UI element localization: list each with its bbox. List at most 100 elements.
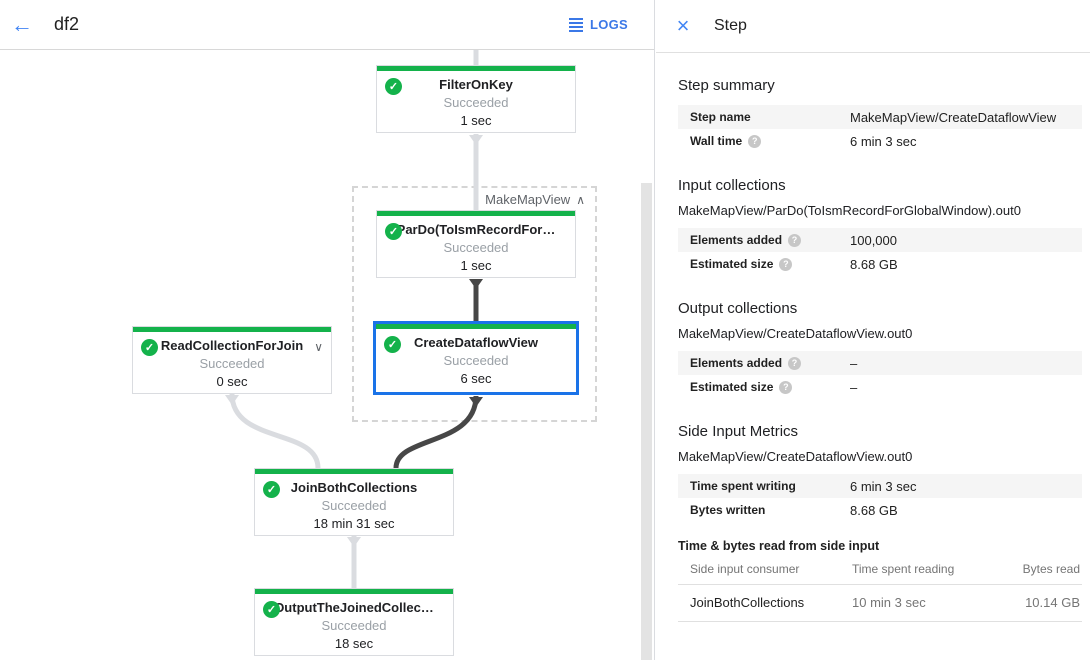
help-icon[interactable]: ?: [748, 134, 762, 148]
kv-label-text: Elements added: [690, 233, 783, 247]
kv-value-text: 100,000: [850, 232, 897, 248]
panel-title: Step: [714, 17, 747, 34]
job-graph-panel: ← df2 LOGS MakeMapView ∧: [0, 0, 655, 660]
kv-value-text: –: [850, 379, 858, 395]
step-node-title: ReadCollectionForJoin: [160, 338, 304, 353]
step-node-joinbothcollections[interactable]: ✓ JoinBothCollections Succeeded 18 min 3…: [254, 468, 454, 536]
step-node-status: Succeeded: [321, 618, 387, 633]
success-check-icon: ✓: [385, 223, 402, 240]
success-check-icon: ✓: [141, 339, 158, 356]
section-heading-output-collections: Output collections: [678, 300, 798, 317]
kv-row-estimated-size: Estimated size ? 8.68 GB: [678, 252, 1082, 276]
kv-row-elements-added: Elements added ? –: [678, 351, 1082, 375]
side-input-table-heading: Time & bytes read from side input: [678, 539, 880, 553]
section-heading-input-collections: Input collections: [678, 177, 786, 194]
status-bar: [255, 469, 453, 474]
kv-label-text: Estimated size: [690, 257, 774, 271]
close-icon: ×: [676, 13, 690, 38]
step-node-duration: 6 sec: [460, 371, 492, 386]
section-heading-step-summary: Step summary: [678, 77, 775, 94]
close-panel-button[interactable]: ×: [656, 0, 710, 53]
kv-value-text: 6 min 3 sec: [850, 133, 917, 149]
table-row: JoinBothCollections 10 min 3 sec 10.14 G…: [678, 585, 1082, 622]
kv-row-time-spent-writing: Time spent writing 6 min 3 sec: [678, 474, 1082, 498]
kv-value-text: 6 min 3 sec: [850, 478, 917, 494]
graph-canvas[interactable]: MakeMapView ∧ ✓ FilterOnKey S: [0, 50, 655, 660]
job-title: df2: [54, 14, 80, 34]
step-node-duration: 1 sec: [460, 113, 492, 128]
step-node-status: Succeeded: [199, 356, 265, 371]
step-panel-body: Step summary Step name MakeMapView/Creat…: [656, 77, 1090, 622]
logs-list-icon: [568, 17, 583, 32]
success-check-icon: ✓: [384, 336, 401, 353]
group-header-makemapview[interactable]: MakeMapView ∧: [483, 192, 587, 207]
output-collection-name: MakeMapView/CreateDataflowView.out0: [678, 326, 913, 341]
status-bar: [376, 324, 576, 329]
column-header-time-spent-reading: Time spent reading: [852, 562, 955, 576]
step-node-readcollectionforjoin[interactable]: ✓ ∨ ReadCollectionForJoin Succeeded 0 se…: [132, 326, 332, 394]
logs-button[interactable]: LOGS: [568, 17, 628, 32]
step-node-status: Succeeded: [443, 95, 509, 110]
column-header-bytes-read: Bytes read: [1022, 562, 1080, 576]
kv-label-text: Time spent writing: [690, 479, 796, 493]
kv-label-text: Estimated size: [690, 380, 774, 394]
help-icon[interactable]: ?: [779, 380, 793, 394]
side-input-collection-name: MakeMapView/CreateDataflowView.out0: [678, 449, 913, 464]
step-details-panel: × Step Step summary Step name MakeMapVie…: [656, 0, 1090, 660]
kv-value-text: 8.68 GB: [850, 502, 898, 518]
status-bar: [133, 327, 331, 332]
status-bar: [377, 211, 575, 216]
kv-row-step-name: Step name MakeMapView/CreateDataflowView: [678, 105, 1082, 129]
section-heading-side-input-metrics: Side Input Metrics: [678, 423, 799, 440]
kv-label-text: Elements added: [690, 356, 783, 370]
step-node-title: CreateDataflowView: [413, 335, 539, 350]
kv-label-text: Wall time: [690, 134, 743, 148]
step-panel-header: × Step: [656, 0, 1090, 53]
step-node-title: JoinBothCollections: [290, 480, 418, 495]
chevron-up-icon: ∧: [576, 192, 585, 207]
help-icon[interactable]: ?: [779, 257, 793, 271]
step-node-filteronkey[interactable]: ✓ FilterOnKey Succeeded 1 sec: [376, 65, 576, 133]
back-button[interactable]: ←: [0, 0, 44, 50]
success-check-icon: ✓: [385, 78, 402, 95]
step-node-createdataflowview-selected[interactable]: ✓ CreateDataflowView Succeeded 6 sec: [373, 321, 579, 395]
step-node-duration: 0 sec: [216, 374, 248, 389]
logs-button-label: LOGS: [589, 17, 628, 32]
side-input-table: Side input consumer Time spent reading B…: [678, 555, 1082, 622]
back-arrow-icon: ←: [11, 11, 33, 37]
step-node-status: Succeeded: [443, 240, 509, 255]
step-node-outputthejoinedcollection[interactable]: ✓ OutputTheJoinedCollec… Succeeded 18 se…: [254, 588, 454, 656]
column-header-side-input-consumer: Side input consumer: [690, 562, 800, 576]
chevron-down-icon[interactable]: ∨: [314, 340, 323, 354]
kv-value-text: –: [850, 355, 858, 371]
cell-side-input-consumer: JoinBothCollections: [690, 595, 805, 610]
kv-row-elements-added: Elements added ? 100,000: [678, 228, 1082, 252]
status-bar: [377, 66, 575, 71]
cell-time-spent-reading: 10 min 3 sec: [852, 595, 926, 610]
step-node-title: OutputTheJoinedCollec…: [274, 600, 434, 615]
input-collection-name: MakeMapView/ParDo(ToIsmRecordForGlobalWi…: [678, 203, 1021, 218]
step-node-title: FilterOnKey: [439, 77, 513, 92]
step-node-duration: 18 sec: [334, 636, 374, 651]
help-icon[interactable]: ?: [788, 233, 802, 247]
success-check-icon: ✓: [263, 481, 280, 498]
step-node-duration: 18 min 31 sec: [313, 516, 395, 531]
side-input-table-header: Side input consumer Time spent reading B…: [678, 555, 1082, 585]
step-node-pardo-toismrecord[interactable]: ✓ ParDo(ToIsmRecordFor… Succeeded 1 sec: [376, 210, 576, 278]
job-header: ← df2 LOGS: [0, 0, 654, 50]
kv-row-estimated-size: Estimated size ? –: [678, 375, 1082, 399]
kv-label-text: Bytes written: [690, 503, 766, 517]
step-node-status: Succeeded: [321, 498, 387, 513]
kv-row-bytes-written: Bytes written 8.68 GB: [678, 498, 1082, 522]
step-node-duration: 1 sec: [460, 258, 492, 273]
group-label-text: MakeMapView: [485, 192, 571, 207]
cell-bytes-read: 10.14 GB: [1025, 595, 1080, 610]
help-icon[interactable]: ?: [788, 356, 802, 370]
kv-label-text: Step name: [690, 110, 751, 124]
kv-row-wall-time: Wall time ? 6 min 3 sec: [678, 129, 1082, 153]
kv-value-text: MakeMapView/CreateDataflowView: [850, 109, 1057, 125]
kv-value-text: 8.68 GB: [850, 256, 898, 272]
step-node-status: Succeeded: [443, 353, 509, 368]
graph-vertical-scrollbar[interactable]: [641, 183, 652, 660]
status-bar: [255, 589, 453, 594]
